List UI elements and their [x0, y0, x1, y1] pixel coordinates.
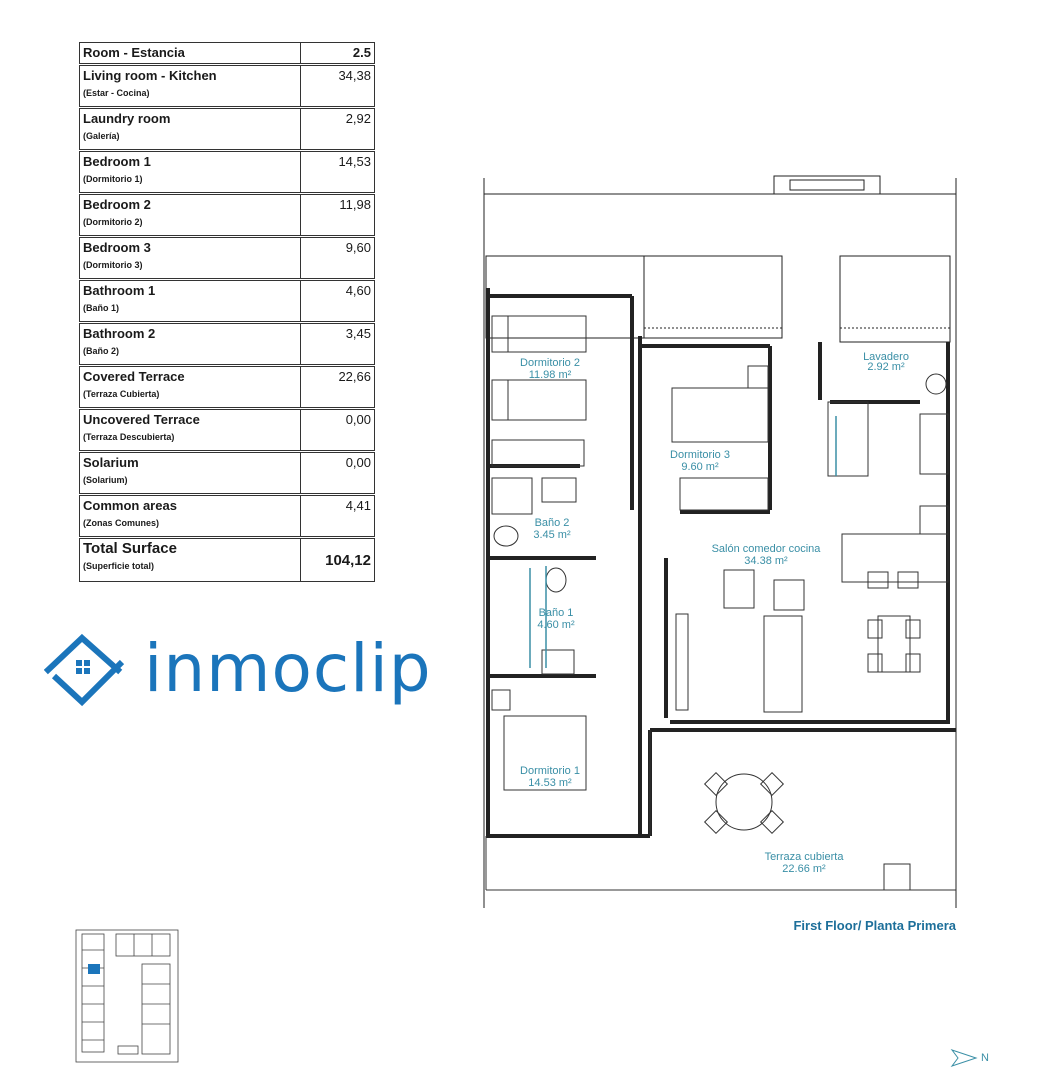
table-row: Laundry room (Galería) 2,92: [79, 106, 375, 151]
surface-table: Room - Estancia 2.5 Living room - Kitche…: [79, 42, 375, 582]
row-name-es: (Dormitorio 3): [83, 260, 143, 270]
room-area-bano-2: 3.45 m²: [533, 529, 571, 541]
row-value: 0,00: [300, 407, 375, 452]
room-area-salon: 34.38 m²: [744, 555, 788, 567]
room-label-dormitorio-2: Dormitorio 2: [520, 357, 580, 369]
header-value: 2.5: [300, 42, 375, 65]
row-name: Bathroom 1: [83, 283, 156, 298]
table-row: Bathroom 2 (Baño 2) 3,45: [79, 321, 375, 366]
room-area-terraza: 22.66 m²: [782, 863, 826, 875]
row-name-es: (Galería): [83, 131, 120, 141]
row-name: Bathroom 2: [83, 326, 156, 341]
table-row: Bedroom 2 (Dormitorio 2) 11,98: [79, 192, 375, 237]
row-name-es: (Dormitorio 1): [83, 174, 143, 184]
row-name-es: (Dormitorio 2): [83, 217, 143, 227]
row-name-es: (Estar - Cocina): [83, 88, 150, 98]
total-label-es: (Superficie total): [83, 561, 155, 571]
row-value: 14,53: [300, 149, 375, 194]
table-row: Solarium (Solarium) 0,00: [79, 450, 375, 495]
row-name: Living room - Kitchen: [83, 68, 217, 83]
total-value: 104,12: [300, 536, 375, 582]
inmoclip-logo: inmoclip: [44, 630, 431, 710]
row-value: 22,66: [300, 364, 375, 409]
floor-caption: First Floor/ Planta Primera: [793, 918, 956, 933]
floor-plan: Dormitorio 2 11.98 m² Dormitorio 3 9.60 …: [470, 170, 970, 910]
row-name: Covered Terrace: [83, 369, 185, 384]
table-row: Bedroom 3 (Dormitorio 3) 9,60: [79, 235, 375, 280]
room-label-dormitorio-3: Dormitorio 3: [670, 449, 730, 461]
row-value: 3,45: [300, 321, 375, 366]
row-name: Bedroom 3: [83, 240, 151, 255]
row-name-es: (Terraza Descubierta): [83, 432, 175, 442]
room-label-terraza: Terraza cubierta: [765, 851, 845, 863]
row-name-es: (Baño 2): [83, 346, 119, 356]
logo-wordmark: inmoclip: [144, 630, 432, 707]
row-name-es: (Solarium): [83, 475, 128, 485]
row-name-es: (Terraza Cubierta): [83, 389, 160, 399]
row-value: 2,92: [300, 106, 375, 151]
table-row: Uncovered Terrace (Terraza Descubierta) 0…: [79, 407, 375, 452]
building-key-plan: [75, 929, 179, 1063]
table-total-row: Total Surface (Superficie total) 104,12: [79, 536, 375, 582]
north-label: N: [981, 1052, 989, 1064]
row-name: Solarium: [83, 455, 139, 470]
room-area-dormitorio-3: 9.60 m²: [681, 461, 719, 473]
row-name: Bedroom 1: [83, 154, 151, 169]
room-label-salon: Salón comedor cocina: [712, 543, 822, 555]
row-value: 34,38: [300, 63, 375, 108]
room-area-bano-1: 4.60 m²: [537, 619, 575, 631]
north-arrow-icon: [950, 1049, 978, 1067]
room-label-bano-2: Baño 2: [535, 517, 570, 529]
row-value: 0,00: [300, 450, 375, 495]
row-value: 9,60: [300, 235, 375, 280]
row-name-es: (Zonas Comunes): [83, 518, 160, 528]
table-row: Bathroom 1 (Baño 1) 4,60: [79, 278, 375, 323]
total-label: Total Surface: [83, 540, 177, 557]
house-check-icon: [44, 633, 125, 707]
row-name: Common areas: [83, 498, 177, 513]
row-value: 4,41: [300, 493, 375, 538]
row-name: Bedroom 2: [83, 197, 151, 212]
row-name: Uncovered Terrace: [83, 412, 200, 427]
room-label-bano-1: Baño 1: [539, 607, 574, 619]
table-header: Room - Estancia 2.5: [79, 42, 375, 65]
room-label-lavadero: Lavadero: [863, 351, 909, 363]
table-row: Bedroom 1 (Dormitorio 1) 14,53: [79, 149, 375, 194]
row-name-es: (Baño 1): [83, 303, 119, 313]
room-area-lavadero: 2.92 m²: [867, 361, 905, 373]
table-row: Living room - Kitchen (Estar - Cocina) 34…: [79, 63, 375, 108]
row-value: 11,98: [300, 192, 375, 237]
floor-plan-drawing: Dormitorio 2 11.98 m² Dormitorio 3 9.60 …: [483, 175, 957, 908]
unit-highlight: [88, 964, 100, 974]
table-row: Covered Terrace (Terraza Cubierta) 22,66: [79, 364, 375, 409]
room-area-dormitorio-1: 14.53 m²: [528, 777, 572, 789]
row-value: 4,60: [300, 278, 375, 323]
room-label-dormitorio-1: Dormitorio 1: [520, 765, 580, 777]
table-row: Common areas (Zonas Comunes) 4,41: [79, 493, 375, 538]
header-label: Room - Estancia: [79, 42, 301, 65]
row-name: Laundry room: [83, 111, 171, 126]
room-area-dormitorio-2: 11.98 m²: [529, 369, 572, 381]
